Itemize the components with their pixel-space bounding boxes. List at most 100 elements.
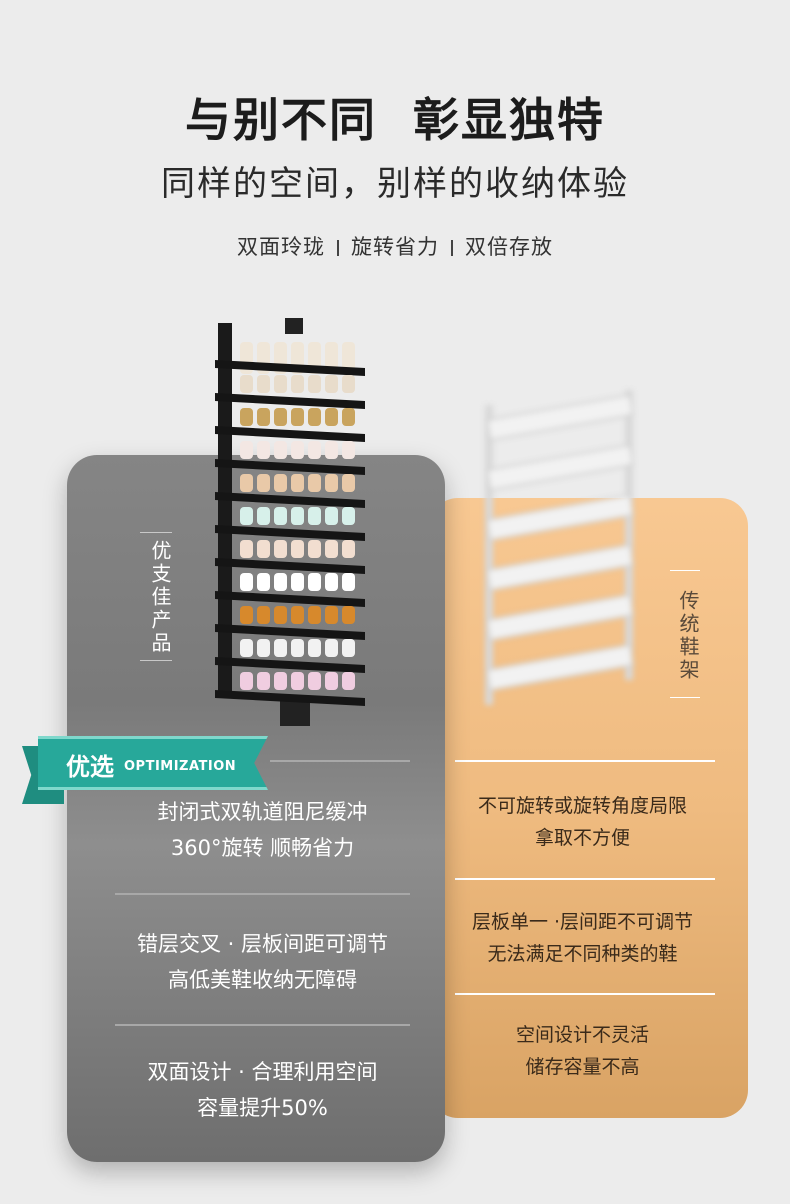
shoe <box>325 441 338 459</box>
shelf <box>215 426 365 442</box>
shoe <box>240 441 253 459</box>
shoe <box>308 408 321 426</box>
divider <box>115 1024 410 1026</box>
product-rack-image <box>215 318 365 726</box>
shoe <box>325 375 338 393</box>
shoe <box>240 606 253 624</box>
label-line-bottom <box>140 660 172 661</box>
shoe <box>291 507 304 525</box>
shoe <box>325 474 338 492</box>
shoe <box>240 639 253 657</box>
divider <box>455 760 715 762</box>
divider <box>115 893 410 895</box>
traditional-feature-2: 层板单一 ·层间距不可调节 无法满足不同种类的鞋 <box>471 911 694 965</box>
shoe <box>325 540 338 558</box>
shoe <box>274 507 287 525</box>
shoe <box>342 375 355 393</box>
shoe <box>240 507 253 525</box>
shoe <box>274 375 287 393</box>
shoe <box>325 672 338 690</box>
tag-3: 双倍存放 <box>465 235 553 259</box>
shoe <box>325 606 338 624</box>
shoe <box>274 441 287 459</box>
shoe <box>308 441 321 459</box>
shoe <box>342 606 355 624</box>
shoe <box>257 672 270 690</box>
traditional-label: 传统鞋架 <box>676 590 700 682</box>
shoe <box>257 441 270 459</box>
shoe <box>240 375 253 393</box>
shelf <box>215 657 365 673</box>
shoe <box>274 606 287 624</box>
shoe <box>342 441 355 459</box>
shoe <box>342 474 355 492</box>
shelf <box>215 558 365 574</box>
product-label: 优支佳产品 <box>148 540 172 655</box>
shoe <box>274 672 287 690</box>
shelf <box>215 459 365 475</box>
tag-divider <box>451 240 453 256</box>
shoe <box>342 639 355 657</box>
shoe <box>342 507 355 525</box>
shoe <box>291 573 304 591</box>
shoe <box>291 408 304 426</box>
shoe <box>240 672 253 690</box>
shoe <box>240 474 253 492</box>
shoe <box>325 639 338 657</box>
traditional-feature-3: 空间设计不灵活 储存容量不高 <box>515 1024 649 1078</box>
shelf <box>215 690 365 706</box>
shoe <box>257 375 270 393</box>
shoe <box>274 408 287 426</box>
shoe <box>274 474 287 492</box>
shelf <box>215 591 365 607</box>
shoe <box>240 540 253 558</box>
shelf <box>215 393 365 409</box>
shoe <box>308 375 321 393</box>
shoe <box>291 639 304 657</box>
shoe <box>274 573 287 591</box>
shelf <box>215 525 365 541</box>
shoe <box>342 342 355 374</box>
subheadline: 同样的空间，别样的收纳体验 <box>161 164 629 204</box>
shelf <box>215 624 365 640</box>
headline: 与别不同 彰显独特 <box>184 93 606 147</box>
shoe <box>274 639 287 657</box>
feature-tags: 双面玲珑 旋转省力 双倍存放 <box>0 231 790 261</box>
shoe <box>308 672 321 690</box>
shoe <box>308 474 321 492</box>
product-feature-1: 封闭式双轨道阻尼缓冲 360°旋转 顺畅省力 <box>157 800 368 860</box>
shoe <box>257 573 270 591</box>
shoe <box>342 540 355 558</box>
tag-1: 双面玲珑 <box>237 235 325 259</box>
tag-2: 旋转省力 <box>351 235 439 259</box>
tag-divider <box>337 240 339 256</box>
ribbon-subtitle: OPTIMIZATION <box>124 759 237 774</box>
shoe <box>257 507 270 525</box>
shoe <box>325 342 338 374</box>
shoe <box>257 606 270 624</box>
shelf <box>215 492 365 508</box>
shelf <box>215 360 365 376</box>
shoe <box>257 474 270 492</box>
label-line-bottom <box>670 697 700 698</box>
shoe <box>308 507 321 525</box>
shoe <box>342 672 355 690</box>
shoe <box>325 507 338 525</box>
shoe <box>291 375 304 393</box>
shoe <box>308 573 321 591</box>
product-feature-2: 错层交叉 · 层板间距可调节 高低美鞋收纳无障碍 <box>136 932 389 992</box>
divider <box>455 878 715 880</box>
shoe <box>325 573 338 591</box>
label-line-top <box>140 532 172 533</box>
traditional-rack-image <box>485 390 635 705</box>
shoe <box>342 573 355 591</box>
shoe <box>291 672 304 690</box>
ribbon-title: 优选 <box>66 753 114 781</box>
label-line-top <box>670 570 700 571</box>
product-card <box>67 455 445 1162</box>
shoe <box>342 408 355 426</box>
shoe <box>257 639 270 657</box>
shoe <box>325 408 338 426</box>
shoe <box>291 441 304 459</box>
shoe <box>274 540 287 558</box>
